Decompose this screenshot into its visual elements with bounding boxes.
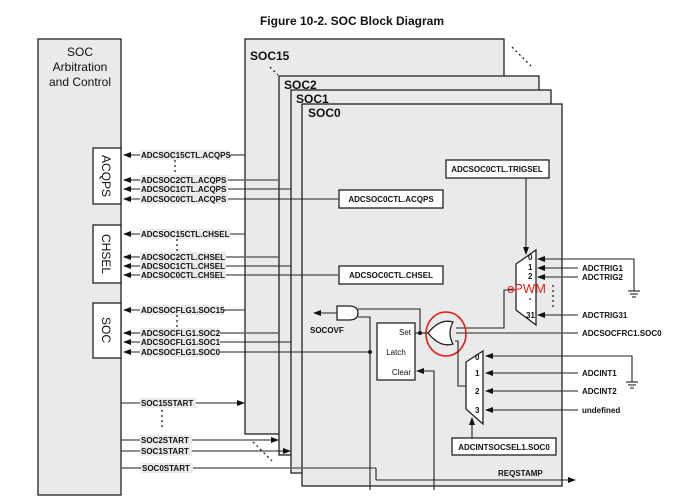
flag-signal-15: ADCSOCFLG1.SOC15	[141, 306, 225, 315]
soc-flag-block-label: SOC	[99, 317, 113, 343]
ground-icon	[628, 290, 640, 298]
chsel-signal-15: ADCSOC15CTL.CHSEL	[141, 230, 230, 239]
intsocsel-register-label: ADCINTSOCSEL1.SOC0	[458, 443, 550, 452]
trigsel-register-label: ADCSOC0CTL.TRIGSEL	[451, 165, 543, 174]
chsel-register-label: ADCSOC0CTL.CHSEL	[349, 271, 433, 280]
start-signal-1: SOC1START	[141, 447, 189, 456]
soc15-ellipsis	[269, 66, 279, 76]
adctrig31-label: ADCTRIG31	[582, 311, 628, 320]
trigger-mux-input-1: 1	[528, 263, 533, 272]
chsel-block-label: CHSEL	[99, 234, 113, 274]
trigger-mux-input-31: 31	[526, 311, 535, 320]
acqps-signal-1: ADCSOC1CTL.ACQPS	[141, 185, 227, 194]
undefined-input-label: undefined	[582, 406, 620, 415]
soc-flag-block: SOC	[92, 302, 122, 359]
start-signal-0: SOC0START	[142, 464, 190, 473]
flag-signal-1: ADCSOCFLG1.SOC1	[141, 338, 221, 347]
chsel-signals: ADCSOC15CTL.CHSEL ADCSOC2CTL.CHSEL ADCSO…	[123, 229, 338, 280]
start-signal-2: SOC2START	[141, 436, 189, 445]
socovf-label: SOCOVF	[310, 326, 344, 335]
trigger-mux: 0 1 2 31 ADCTRIG1 ADCTRIG2 ADCTRIG31	[456, 178, 640, 329]
latch-latch-label: Latch	[386, 348, 406, 357]
top-right-ellipsis	[511, 46, 533, 68]
adcint2-label: ADCINT2	[582, 387, 617, 396]
ground-icon	[626, 381, 638, 389]
adcint1-label: ADCINT1	[582, 369, 617, 378]
trigger-mux-input-0: 0	[528, 253, 533, 262]
trigsel-register-box: ADCSOC0CTL.TRIGSEL	[445, 159, 550, 179]
arbitration-title-line-3: and Control	[49, 75, 111, 89]
int-mux-input-3: 3	[475, 406, 480, 415]
figure-title: Figure 10-2. SOC Block Diagram	[260, 14, 444, 28]
chsel-block: CHSEL	[92, 224, 122, 284]
flag-signals: ADCSOCFLG1.SOC15 ADCSOCFLG1.SOC2 ADCSOCF…	[123, 305, 368, 357]
arbitration-title-line-2: Arbitration	[53, 60, 108, 74]
flag-signal-2: ADCSOCFLG1.SOC2	[141, 329, 221, 338]
acqps-signal-2: ADCSOC2CTL.ACQPS	[141, 176, 227, 185]
interrupt-mux: 0 1 2 3 ADCINT1 ADCINT2 undefined	[465, 349, 638, 438]
adctrig1-label: ADCTRIG1	[582, 264, 623, 273]
acqps-signal-0: ADCSOC0CTL.ACQPS	[141, 195, 227, 204]
start-signal-15: SOC15START	[141, 399, 193, 408]
chsel-signal-1: ADCSOC1CTL.CHSEL	[141, 262, 225, 271]
force-signal-label: ADCSOCFRC1.SOC0	[582, 329, 662, 338]
soc15-label: SOC15	[250, 49, 290, 63]
int-mux-input-1: 1	[475, 369, 480, 378]
acqps-register-label: ADCSOC0CTL.ACQPS	[348, 195, 434, 204]
soc2-label: SOC2	[284, 78, 317, 92]
intsocsel-register-box: ADCINTSOCSEL1.SOC0	[451, 437, 557, 456]
reqstamp-label: REQSTAMP	[498, 469, 543, 478]
overflow-gate: SOCOVF	[310, 305, 421, 490]
acqps-signal-15: ADCSOC15CTL.ACQPS	[141, 151, 231, 160]
latch-block: Set Latch Clear	[368, 322, 435, 490]
chsel-register-box: ADCSOC0CTL.CHSEL	[338, 265, 444, 285]
int-mux-input-0: 0	[475, 353, 480, 362]
adctrig2-label: ADCTRIG2	[582, 273, 623, 282]
chsel-signal-2: ADCSOC2CTL.CHSEL	[141, 253, 225, 262]
latch-clear-label: Clear	[392, 368, 411, 377]
start-signals: SOC15START SOC2START SOC1START SOC0START	[121, 398, 376, 473]
acqps-block: ACQPS	[92, 147, 122, 205]
latch-set-label: Set	[399, 328, 412, 337]
acqps-block-label: ACQPS	[99, 155, 113, 197]
acqps-register-box: ADCSOC0CTL.ACQPS	[338, 189, 444, 209]
trigger-mux-input-2: 2	[528, 272, 533, 281]
arbitration-title-line-1: SOC	[67, 45, 93, 59]
soc1-label: SOC1	[296, 92, 329, 106]
soc0-label: SOC0	[308, 106, 341, 120]
chsel-signal-0: ADCSOC0CTL.CHSEL	[141, 271, 225, 280]
int-mux-input-2: 2	[475, 387, 480, 396]
or-gate-highlight	[425, 311, 467, 357]
arbitration-panel: SOC Arbitration and Control ACQPS CHSEL …	[37, 38, 122, 496]
epwm-annotation: ePWM	[507, 281, 546, 296]
acqps-signals: ADCSOC15CTL.ACQPS ADCSOC2CTL.ACQPS ADCSO…	[123, 150, 338, 204]
flag-signal-0: ADCSOCFLG1.SOC0	[141, 348, 221, 357]
